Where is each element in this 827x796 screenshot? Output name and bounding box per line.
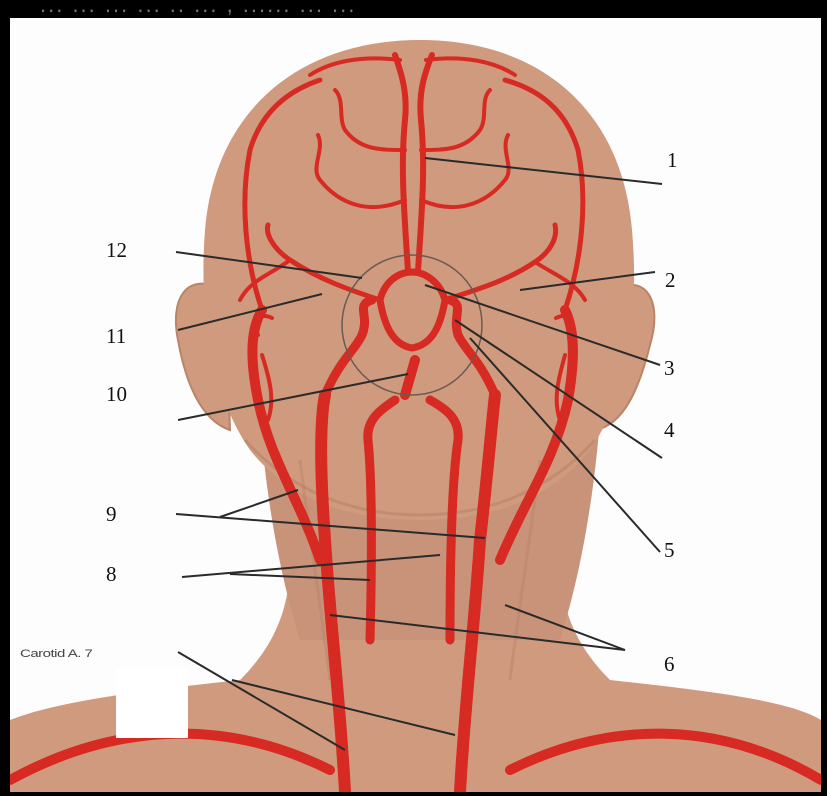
callout-4: 4: [664, 420, 675, 441]
callout-5: 5: [664, 540, 675, 561]
callout-3: 3: [664, 358, 675, 379]
callout-2: 2: [665, 270, 676, 291]
callout-10: 10: [106, 384, 127, 405]
cropped-header-text: ... ... ... ... .. ... , ...... ... ...: [40, 0, 800, 18]
diagram-panel: [10, 18, 821, 792]
callout-9: 9: [106, 504, 117, 525]
callout-1: 1: [667, 150, 678, 171]
callout-6: 6: [664, 654, 675, 675]
label-cover-patch: [116, 668, 188, 738]
callout-12: 12: [106, 240, 127, 261]
callout-8: 8: [106, 564, 117, 585]
callout-11: 11: [106, 326, 126, 347]
callout-7: Carotid A. 7: [20, 648, 92, 659]
